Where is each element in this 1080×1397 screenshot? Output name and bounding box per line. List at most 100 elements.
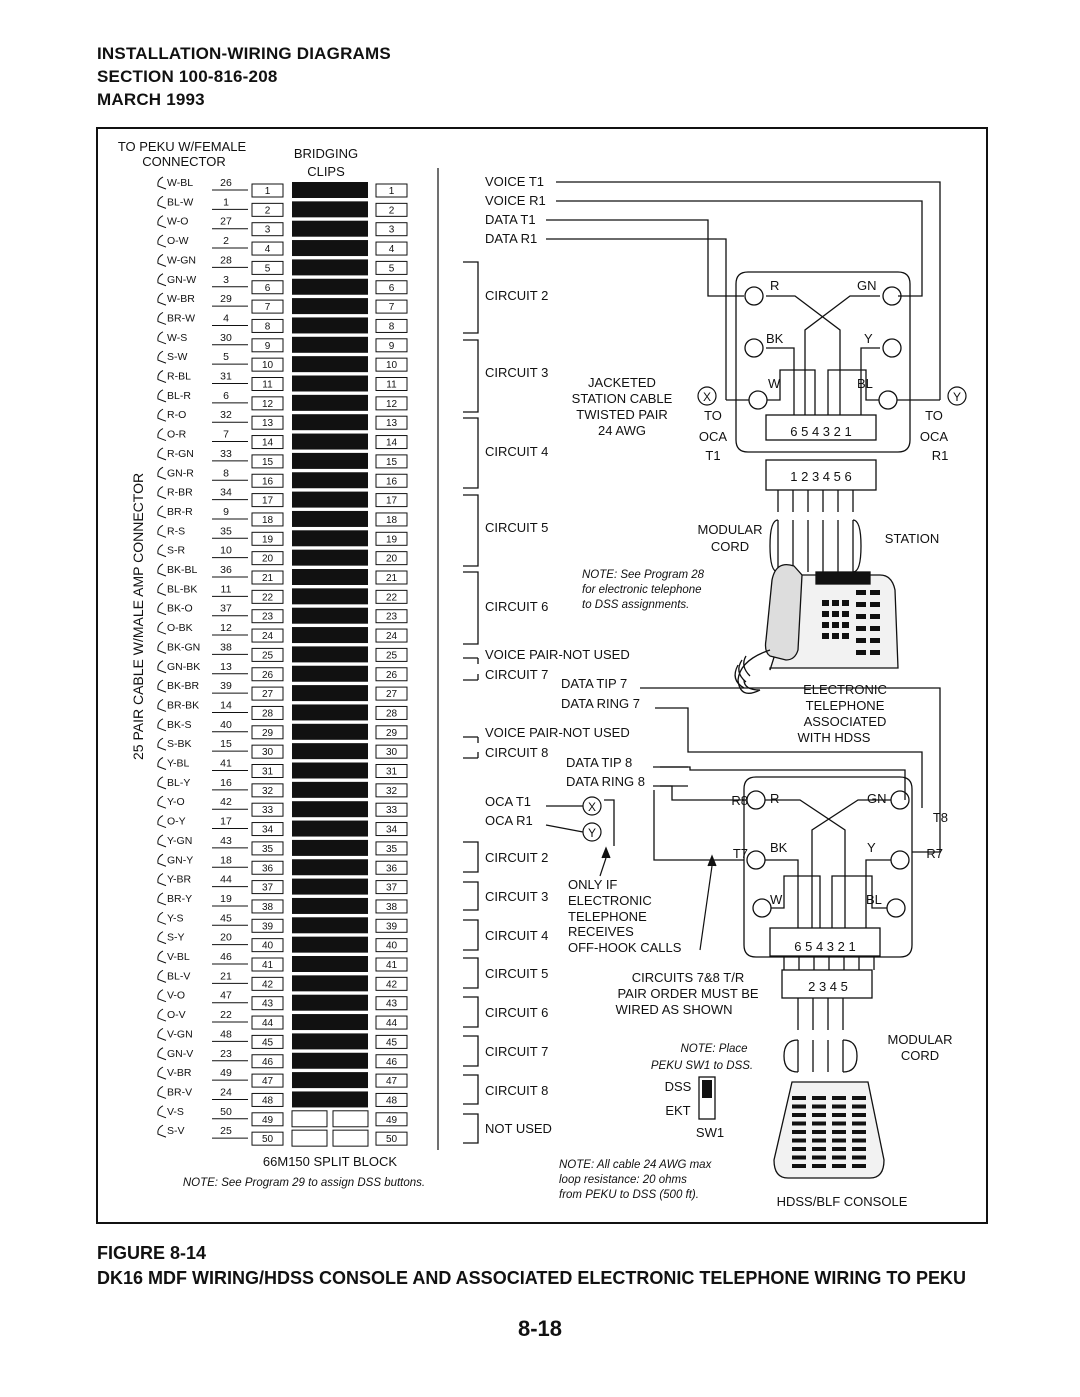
wire-color-label: O-R bbox=[167, 429, 187, 441]
keypad-key bbox=[832, 1164, 846, 1168]
program28-note-2: for electronic telephone bbox=[582, 584, 702, 596]
data-ring-7-label: DATA RING 7 bbox=[561, 696, 640, 711]
pair-number-label: 45 bbox=[220, 912, 232, 924]
circuit-7-label: CIRCUIT 7 bbox=[485, 667, 548, 682]
wire-color-label: O-BK bbox=[167, 622, 193, 634]
terminal-number: 41 bbox=[262, 960, 274, 971]
terminal-right bbox=[375, 1112, 408, 1127]
terminal-left bbox=[251, 299, 284, 314]
wire-color-label: BL-Y bbox=[167, 777, 190, 789]
terminal-right bbox=[375, 725, 408, 740]
hdss-label: HDSS/BLF CONSOLE bbox=[777, 1194, 908, 1209]
data-r1-label: DATA R1 bbox=[485, 231, 537, 246]
terminal-number: 39 bbox=[386, 921, 398, 932]
terminal-number: 23 bbox=[386, 612, 398, 623]
only-if-1: ONLY IF bbox=[568, 877, 617, 892]
terminal-number: 42 bbox=[386, 979, 398, 990]
diagram-frame bbox=[96, 127, 988, 1224]
wire-color-label: BL-W bbox=[167, 196, 193, 208]
terminal-number: 7 bbox=[265, 302, 271, 313]
jack-pins-bottom: 6 5 4 3 2 1 bbox=[794, 939, 855, 954]
terminal-number: 3 bbox=[389, 225, 395, 236]
bk-terminal-bottom: BK bbox=[770, 840, 788, 855]
header-section: SECTION 100-816-208 bbox=[97, 67, 278, 86]
bridging-clip bbox=[292, 839, 368, 856]
terminal-right bbox=[375, 667, 408, 682]
pair-number-label: 6 bbox=[223, 390, 229, 402]
terminal-number: 32 bbox=[386, 786, 398, 797]
bridging-clip bbox=[292, 994, 368, 1011]
pair-number-label: 8 bbox=[223, 467, 229, 479]
program28-note-1: NOTE: See Program 28 bbox=[582, 569, 705, 581]
voice-t1-label: VOICE T1 bbox=[485, 174, 544, 189]
bridging-clip bbox=[292, 781, 368, 798]
terminal-number: 18 bbox=[386, 515, 398, 526]
terminal-right bbox=[375, 280, 408, 295]
connector-label: 25 PAIR CABLE W/MALE AMP CONNECTOR bbox=[130, 473, 146, 760]
keypad-key bbox=[812, 1130, 826, 1134]
wire-stroke bbox=[157, 718, 167, 732]
wire-stroke bbox=[157, 1027, 167, 1041]
keypad-key bbox=[856, 638, 866, 643]
terminal-left bbox=[251, 957, 284, 972]
voice-r1-label: VOICE R1 bbox=[485, 193, 546, 208]
keypad-key bbox=[852, 1121, 866, 1126]
terminal-number: 31 bbox=[386, 767, 398, 778]
wire-stroke bbox=[157, 640, 167, 654]
wire-stroke bbox=[157, 757, 167, 770]
wire-color-label: BR-V bbox=[167, 1086, 192, 1098]
terminal-left bbox=[251, 183, 284, 198]
terminal-number: 5 bbox=[265, 263, 271, 274]
keypad-key bbox=[792, 1096, 806, 1100]
to-oca-r1-label: R1 bbox=[932, 448, 949, 463]
wire-stroke bbox=[157, 350, 167, 364]
terminal-number: 27 bbox=[262, 689, 274, 700]
terminal-number: 49 bbox=[262, 1115, 274, 1126]
terminal-right bbox=[375, 260, 408, 275]
bridging-clip bbox=[292, 1072, 368, 1089]
terminal-left bbox=[251, 396, 284, 411]
keypad-key bbox=[852, 1113, 866, 1117]
to-oca-r1-oca: OCA bbox=[920, 429, 949, 444]
bridging-clip bbox=[292, 917, 368, 934]
terminal-left bbox=[251, 280, 284, 295]
data-tip-7-label: DATA TIP 7 bbox=[561, 676, 627, 691]
ekt-label: EKT bbox=[665, 1103, 690, 1118]
bridging-clip bbox=[292, 975, 368, 992]
b-circuit-3-label: CIRCUIT 3 bbox=[485, 889, 548, 904]
modular-cord-label-2: CORD bbox=[711, 539, 749, 554]
bridging-clip bbox=[292, 569, 368, 585]
terminal-left bbox=[251, 435, 284, 450]
telephone-keypad bbox=[822, 590, 880, 655]
bridging-clip bbox=[292, 762, 368, 779]
terminal-number: 13 bbox=[262, 418, 274, 429]
sw1-switch bbox=[698, 1076, 716, 1120]
terminal-number: 28 bbox=[262, 708, 274, 719]
program29-note: NOTE: See Program 29 to assign DSS butto… bbox=[183, 1177, 425, 1189]
bridging-clip bbox=[292, 665, 368, 682]
keypad-key bbox=[792, 1104, 806, 1109]
terminal-left bbox=[251, 531, 284, 546]
place-note-2: PEKU SW1 to DSS. bbox=[651, 1060, 753, 1072]
wire-stroke bbox=[157, 253, 167, 267]
pair-number-label: 33 bbox=[220, 448, 232, 460]
pair-number-label: 49 bbox=[220, 1067, 232, 1079]
terminal-number: 39 bbox=[262, 921, 274, 932]
terminal-left bbox=[251, 667, 284, 682]
bridging-clip bbox=[292, 1033, 368, 1050]
station-label: STATION bbox=[885, 531, 939, 546]
pair-number-label: 27 bbox=[220, 216, 232, 228]
terminal-left bbox=[251, 1131, 284, 1146]
b-circuit-5-label: CIRCUIT 5 bbox=[485, 966, 548, 981]
r-terminal-top: R bbox=[770, 278, 779, 293]
pair-number-label: 20 bbox=[220, 932, 232, 944]
terminal-right bbox=[375, 647, 408, 662]
bridging-clip bbox=[292, 220, 368, 237]
pair-number-label: 24 bbox=[220, 1086, 232, 1098]
terminal-number: 6 bbox=[265, 283, 271, 294]
terminal-left bbox=[251, 260, 284, 275]
wire-color-label: BL-BK bbox=[167, 583, 197, 595]
wire-color-label: R-O bbox=[167, 409, 186, 421]
pair-number-label: 28 bbox=[220, 254, 232, 266]
terminal-number: 34 bbox=[386, 825, 398, 836]
